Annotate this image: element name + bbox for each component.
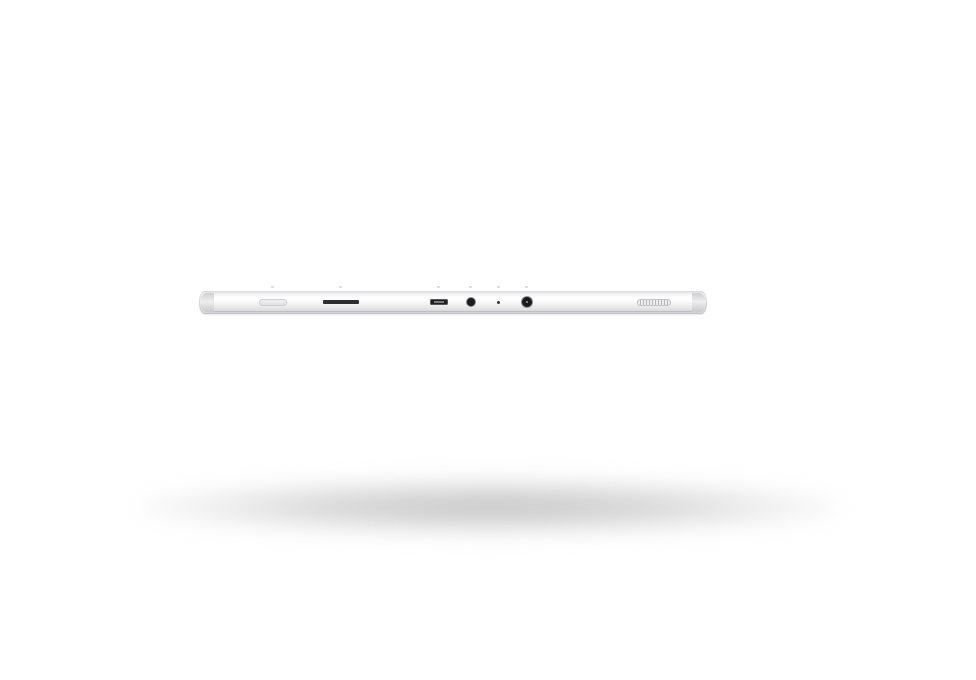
tablet-right-corner bbox=[692, 293, 706, 312]
microphone-hole-icon bbox=[497, 301, 500, 304]
card-slot-icon bbox=[323, 300, 359, 304]
tablet-top-lip bbox=[205, 291, 701, 294]
usb-mark-icon bbox=[437, 286, 440, 288]
tablet-edge bbox=[199, 291, 707, 314]
usb-port-icon bbox=[430, 299, 448, 305]
tablet-left-corner bbox=[200, 293, 214, 312]
tablet-device bbox=[199, 286, 707, 314]
audio-jack-icon bbox=[467, 298, 475, 306]
mic-mark-icon bbox=[497, 286, 500, 288]
speaker-grille-icon bbox=[637, 299, 671, 306]
floor-shadow bbox=[140, 478, 840, 536]
dc-in-port-icon bbox=[522, 297, 532, 307]
audio-mark-icon bbox=[469, 286, 472, 288]
tablet-bottom-seam bbox=[207, 311, 699, 312]
power-mark-icon bbox=[271, 286, 274, 288]
power-button-icon bbox=[259, 299, 287, 306]
dc-mark-icon bbox=[525, 286, 528, 288]
card-slot-mark-icon bbox=[339, 286, 342, 288]
